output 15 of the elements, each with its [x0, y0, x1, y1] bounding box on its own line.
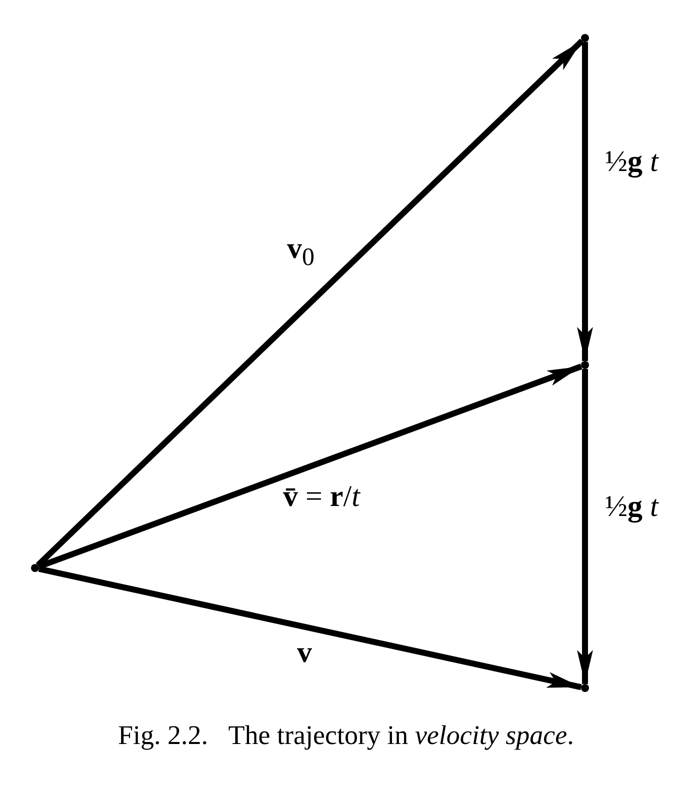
vector-arrow [36, 38, 584, 568]
edge-label: ½g t [605, 490, 658, 524]
vertex-point [581, 684, 589, 692]
edge-label: ½g t [605, 145, 658, 179]
edge-label: v [297, 636, 312, 670]
vertex-point [581, 361, 589, 369]
vector-arrow [38, 566, 582, 690]
edge-label: v̄ = r/t [283, 480, 360, 514]
figure-caption: Fig. 2.2. The trajectory in velocity space. [118, 720, 574, 751]
vector-arrow [38, 364, 582, 570]
edge-label: v$_{0}$ [287, 232, 314, 272]
vertex-point [581, 34, 589, 42]
vector-arrow [577, 42, 593, 361]
vertex-point [31, 564, 39, 572]
vector-arrow [577, 369, 593, 684]
